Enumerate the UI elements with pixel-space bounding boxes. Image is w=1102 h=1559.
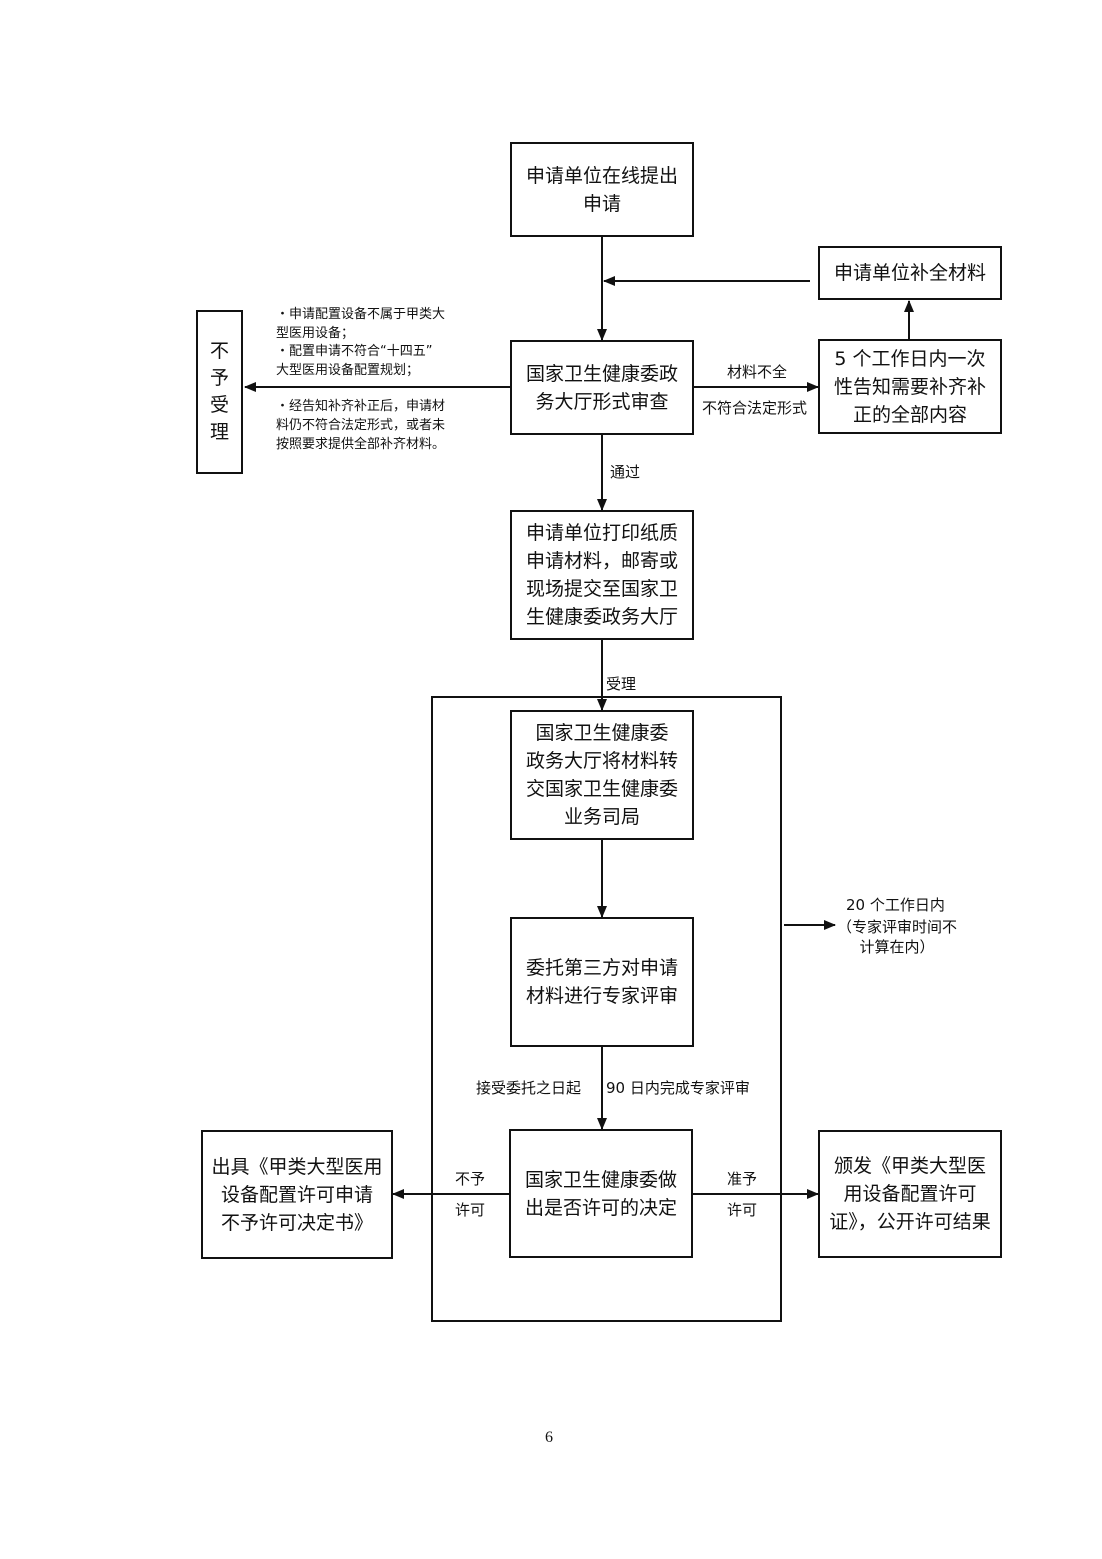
node-formal-review: 国家卫生健康委政 务大厅形式审查: [510, 340, 694, 435]
node-apply-online: 申请单位在线提出 申请: [510, 142, 694, 237]
node-refuse-document: 出具《甲类大型医用 设备配置许可申请 不予许可决定书》: [201, 1130, 393, 1259]
label-deny-permit: 许可: [455, 1201, 486, 1219]
node-decision: 国家卫生健康委做 出是否许可的决定: [509, 1129, 693, 1258]
page-number: 6: [545, 1429, 553, 1446]
label-90-days-review: 90 日内完成专家评审: [606, 1079, 750, 1097]
label-grant-permit: 许可: [727, 1201, 758, 1219]
label-not-legal-form: 不符合法定形式: [702, 399, 808, 417]
internal-process-frame: [431, 696, 782, 1322]
reject-reason-2: ・配置申请不符合“十四五” 大型医用设备配置规划；: [276, 344, 433, 378]
label-from-entrust-date: 接受委托之日起: [476, 1079, 582, 1097]
label-deny: 不予: [455, 1170, 486, 1188]
label-pass: 通过: [610, 463, 641, 481]
node-transfer: 国家卫生健康委 政务大厅将材料转 交国家卫生健康委 业务司局: [510, 710, 694, 840]
label-materials-incomplete: 材料不全: [727, 363, 788, 381]
label-accept: 受理: [606, 675, 637, 693]
label-20-workdays: 20 个工作日内: [846, 896, 945, 914]
reject-reason-1: ・申请配置设备不属于甲类大 型医用设备；: [276, 307, 446, 341]
node-expert-review: 委托第三方对申请 材料进行专家评审: [510, 917, 694, 1047]
node-not-accepted: 不 予 受 理: [196, 310, 243, 474]
reject-reason-3: ・经告知补齐补正后，申请材 料仍不符合法定形式，或者未 按照要求提供全部补齐材料…: [276, 399, 446, 452]
node-issue-license: 颁发《甲类大型医 用设备配置许可 证》，公开许可结果: [818, 1130, 1002, 1258]
node-notify-correction: 5 个工作日内一次 性告知需要补齐补 正的全部内容: [818, 339, 1002, 434]
node-supplement-materials: 申请单位补全材料: [818, 246, 1002, 300]
node-print-submit: 申请单位打印纸质 申请材料，邮寄或 现场提交至国家卫 生健康委政务大厅: [510, 510, 694, 640]
label-expert-time-excluded: （专家评审时间不 计算在内）: [837, 918, 958, 956]
label-grant: 准予: [727, 1170, 758, 1188]
